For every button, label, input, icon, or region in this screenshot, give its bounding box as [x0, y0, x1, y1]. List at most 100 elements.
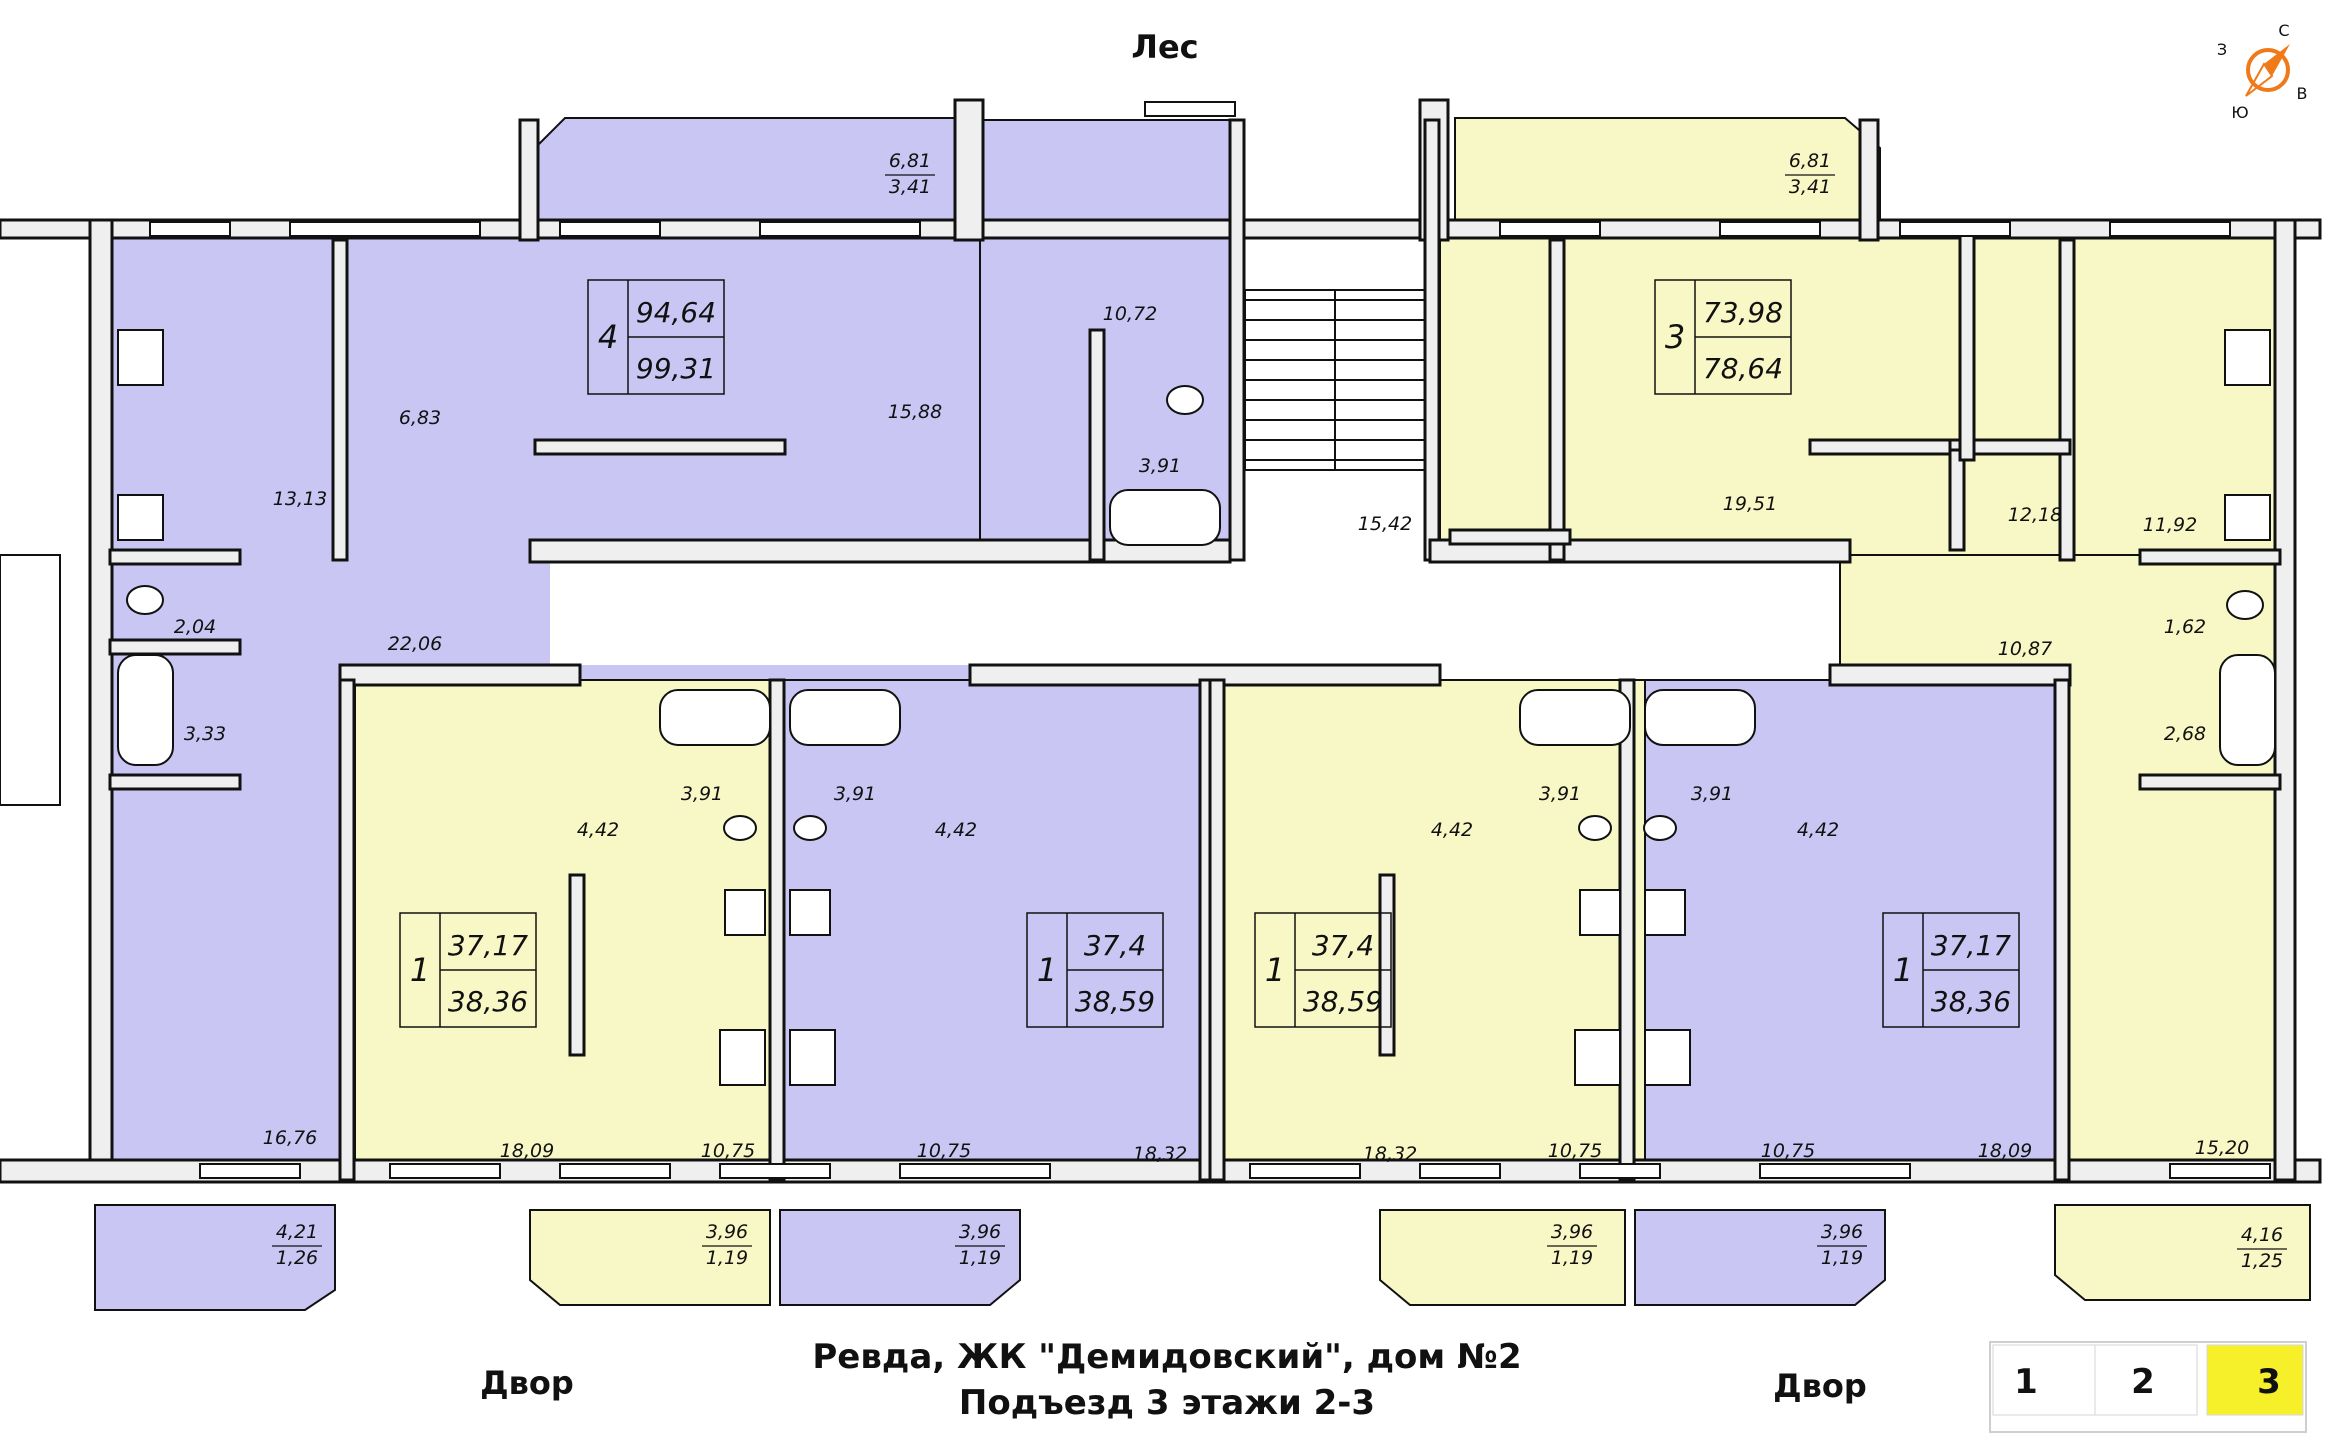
floor-tab-3-label: 3 — [2257, 1362, 2281, 1402]
bathtub — [117, 654, 174, 766]
floor-tab-1-label: 1 — [2014, 1362, 2038, 1402]
room-area: 22,06 — [388, 633, 442, 655]
room-area: 4,42 — [1431, 819, 1473, 841]
room-area: 4,42 — [577, 819, 619, 841]
room-area: 3,96 — [706, 1221, 748, 1243]
room-area: 1,25 — [2241, 1250, 2283, 1272]
apt-3-total: 78,64 — [1703, 352, 1783, 385]
bathtub — [1519, 689, 1631, 746]
apartment-1c-fill — [1214, 679, 1646, 1306]
apt1c-main — [1214, 679, 1646, 1181]
stove — [1644, 1029, 1691, 1086]
room-area: 1,26 — [276, 1247, 318, 1269]
room-area: 10,75 — [701, 1140, 755, 1162]
stove — [789, 1029, 836, 1086]
room-area: 6,81 — [889, 150, 931, 172]
apartment-1d-box: 1 37,17 38,36 — [1882, 912, 2020, 1028]
bathtub — [789, 689, 901, 746]
compass-icon: С З В Ю — [2217, 21, 2308, 122]
room-area: 10,75 — [917, 1140, 971, 1162]
room-area: 10,75 — [1761, 1140, 1815, 1162]
plan-title: Ревда, ЖК "Демидовский", дом №2 — [812, 1337, 1521, 1377]
room-area: 3,33 — [184, 723, 226, 745]
floor-tab-1[interactable]: 1 — [1992, 1344, 2096, 1416]
stove — [117, 329, 164, 386]
apt3-loggia-bottom — [2054, 1204, 2311, 1301]
bathtub — [1644, 689, 1756, 746]
apt1b-loggia — [779, 1209, 1021, 1306]
room-area: 18,32 — [1363, 1143, 1417, 1165]
stove — [2224, 329, 2271, 386]
room-area: 6,83 — [399, 407, 441, 429]
toilet — [723, 815, 757, 841]
toilet — [2226, 590, 2264, 620]
windows — [0, 101, 2271, 1179]
apt-1a-living: 37,17 — [448, 929, 528, 962]
compass-east: В — [2297, 84, 2308, 103]
room-area: 13,13 — [273, 488, 327, 510]
room-area: 3,91 — [681, 783, 723, 805]
compass-west: З — [2217, 40, 2227, 59]
toilet — [1166, 385, 1204, 415]
toilet — [1578, 815, 1612, 841]
apt-1d-total: 38,36 — [1931, 985, 2011, 1018]
apt1a-main — [354, 679, 776, 1181]
room-area: 3,91 — [1539, 783, 1581, 805]
room-area: 3,96 — [1821, 1221, 1863, 1243]
yard-label-right: Двор — [1773, 1367, 1867, 1405]
toilet — [1643, 815, 1677, 841]
room-area: 15,20 — [2195, 1137, 2249, 1159]
stove — [1574, 1029, 1621, 1086]
sink — [117, 494, 164, 541]
apt1a-loggia — [529, 1209, 771, 1306]
room-area: 4,21 — [276, 1221, 318, 1243]
apt3-balcony-top — [1454, 117, 1881, 236]
room-area: 3,91 — [834, 783, 876, 805]
floor-selector: 1 2 3 — [1989, 1341, 2307, 1433]
room-area: 1,19 — [959, 1247, 1001, 1269]
floor-tab-2[interactable]: 2 — [2094, 1344, 2198, 1416]
apt-1b-total: 38,59 — [1075, 985, 1155, 1018]
apt-4-total: 99,31 — [636, 352, 716, 385]
room-area: 4,42 — [1797, 819, 1839, 841]
apt-1b-rooms: 1 — [1037, 951, 1057, 989]
room-area: 3,96 — [959, 1221, 1001, 1243]
room-area: 1,19 — [1821, 1247, 1863, 1269]
apt3-main — [1439, 234, 2281, 556]
room-area: 1,19 — [706, 1247, 748, 1269]
room-area: 10,75 — [1548, 1140, 1602, 1162]
room-labels: 6,81 3,41 6,81 3,41 10,72 6,83 15,88 3,9… — [174, 150, 2287, 1272]
apt-1b-living: 37,4 — [1084, 929, 1146, 962]
apartment-1d-fill — [1634, 679, 2066, 1306]
apt-4-rooms: 4 — [598, 318, 618, 356]
room-area: 1,19 — [1551, 1247, 1593, 1269]
sink — [1644, 889, 1686, 936]
room-area: 12,18 — [2008, 504, 2062, 526]
room-area: 3,91 — [1139, 455, 1181, 477]
room-area: 15,88 — [888, 401, 942, 423]
north-label: Лес — [1131, 28, 1198, 66]
room-area: 19,51 — [1723, 493, 1777, 515]
toilet — [793, 815, 827, 841]
stove — [719, 1029, 766, 1086]
apartment-1b-fill — [774, 679, 1206, 1306]
room-area: 4,16 — [2241, 1224, 2283, 1246]
yard-label-left: Двор — [480, 1364, 574, 1402]
apt-1d-rooms: 1 — [1893, 951, 1913, 989]
room-area: 2,04 — [174, 616, 216, 638]
room-area: 1,62 — [2164, 616, 2206, 638]
floor-tab-2-label: 2 — [2131, 1362, 2155, 1402]
walls — [0, 98, 2322, 1184]
apartment-3-box: 3 73,98 78,64 — [1654, 279, 1792, 395]
room-area: 18,32 — [1133, 1143, 1187, 1165]
bathtub — [659, 689, 771, 746]
room-area: 4,42 — [935, 819, 977, 841]
apt-3-rooms: 3 — [1665, 318, 1685, 356]
compass-south: Ю — [2231, 103, 2248, 122]
plan-subtitle: Подъезд 3 этажи 2-3 — [959, 1383, 1375, 1423]
floor-tab-3[interactable]: 3 — [2206, 1344, 2304, 1416]
apt-1c-total: 38,59 — [1303, 985, 1383, 1018]
room-area: 6,81 — [1789, 150, 1831, 172]
corridor — [550, 555, 1840, 665]
